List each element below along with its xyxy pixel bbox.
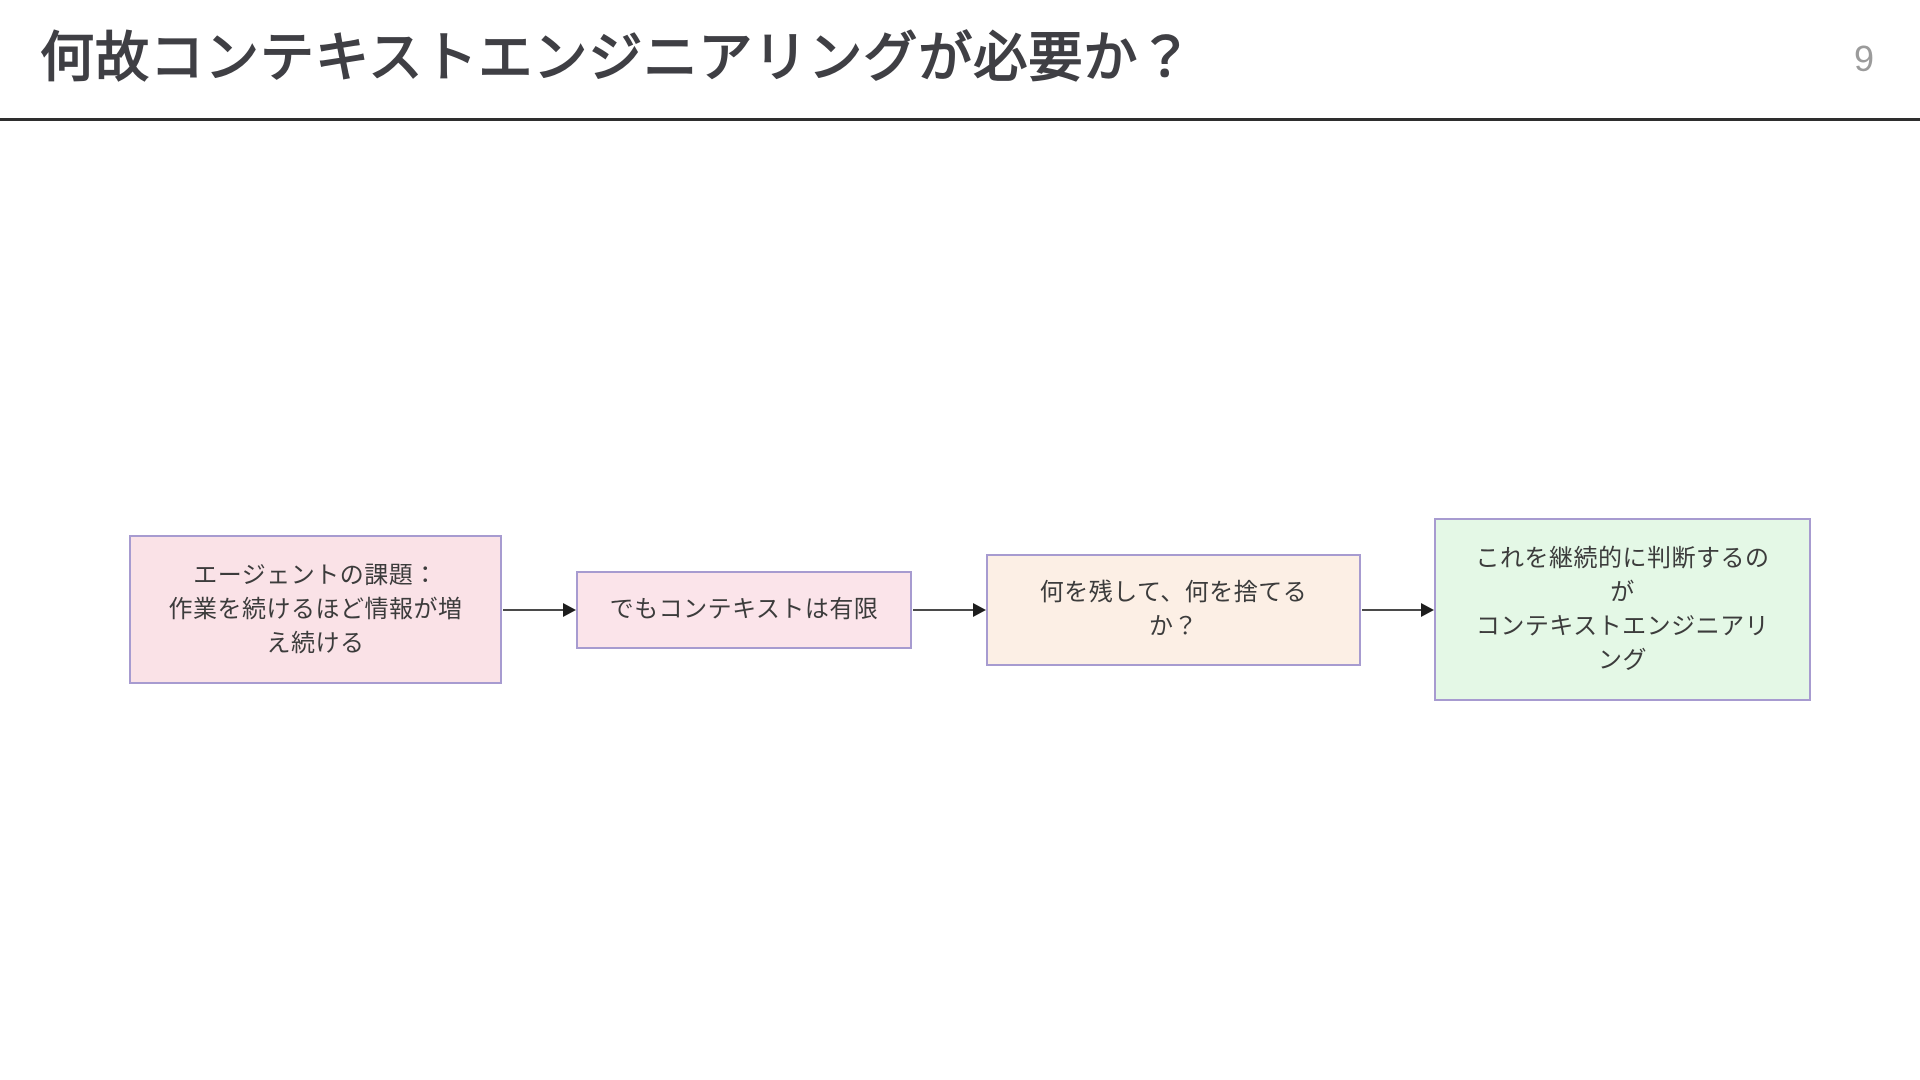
- flow-node-context-engineering: これを継続的に判断するの が コンテキストエンジニアリ ング: [1434, 518, 1811, 701]
- arrow-shaft: [503, 608, 565, 611]
- flow-node-label: これを継続的に判断するの が コンテキストエンジニアリ ング: [1475, 544, 1770, 674]
- flow-node-label: でもコンテキストは有限: [609, 596, 879, 623]
- arrow-head-icon: [563, 603, 576, 617]
- flow-node-context-limit: でもコンテキストは有限: [576, 571, 912, 649]
- page-number: 9: [1853, 38, 1874, 79]
- slide-header: 何故コンテキストエンジニアリングが必要か？ 9: [0, 0, 1920, 118]
- flow-node-keep-or-discard: 何を残して、何を捨てる か？: [986, 554, 1361, 666]
- flow-arrow-3: [1362, 603, 1434, 617]
- arrow-shaft: [1362, 608, 1423, 611]
- page-title: 何故コンテキストエンジニアリングが必要か？: [40, 28, 1194, 89]
- arrow-shaft: [913, 608, 975, 611]
- header-divider: [0, 118, 1920, 121]
- flow-arrow-1: [503, 603, 576, 617]
- flow-node-agent-challenge: エージェントの課題： 作業を続けるほど情報が増 え続ける: [129, 535, 502, 684]
- flow-node-label: エージェントの課題： 作業を続けるほど情報が増 え続ける: [168, 561, 463, 657]
- arrow-head-icon: [973, 603, 986, 617]
- flowchart-canvas: エージェントの課題： 作業を続けるほど情報が増 え続ける でもコンテキストは有限…: [0, 121, 1920, 1080]
- flow-arrow-2: [913, 603, 986, 617]
- arrow-head-icon: [1421, 603, 1434, 617]
- flow-node-label: 何を残して、何を捨てる か？: [1039, 579, 1308, 640]
